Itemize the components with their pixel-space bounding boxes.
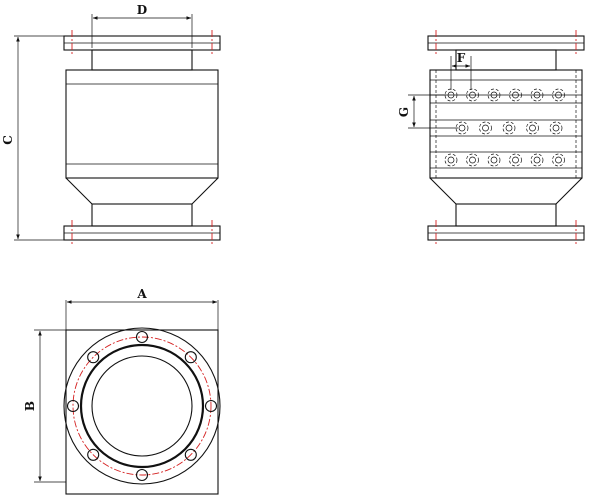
side-hole bbox=[509, 153, 522, 167]
bolt-hole bbox=[204, 399, 218, 413]
side-hole bbox=[526, 121, 539, 135]
side-body-taper bbox=[429, 177, 583, 205]
side-hole bbox=[455, 121, 469, 135]
dimension-f-label: F bbox=[457, 51, 466, 65]
bottom-neck bbox=[91, 203, 193, 227]
top-neck bbox=[91, 49, 193, 71]
side-view: F G bbox=[397, 30, 585, 246]
side-hole bbox=[530, 153, 544, 167]
side-hole-pattern bbox=[444, 88, 565, 167]
bottom-outline bbox=[65, 329, 219, 495]
bolt-hole-group bbox=[66, 330, 218, 482]
body bbox=[65, 69, 219, 179]
dimension-b-label: B bbox=[23, 401, 37, 411]
bolt-hole bbox=[184, 448, 197, 461]
dimension-c-label: C bbox=[1, 135, 15, 145]
side-hole bbox=[466, 88, 479, 102]
bolt-hole bbox=[135, 468, 149, 482]
bolt-hole bbox=[87, 351, 100, 364]
pipe-outer-circle bbox=[79, 343, 205, 469]
dimension-d-label: D bbox=[137, 3, 147, 17]
dimension-g-label: G bbox=[397, 107, 411, 117]
side-hole bbox=[479, 121, 492, 135]
bolt-hole bbox=[87, 448, 100, 461]
side-hole bbox=[549, 121, 563, 135]
side-hole bbox=[530, 88, 544, 102]
side-hole bbox=[502, 121, 516, 135]
side-hole bbox=[487, 88, 501, 102]
side-bottom-neck bbox=[455, 203, 557, 227]
bottom-view: A B bbox=[23, 287, 221, 495]
side-hole bbox=[552, 88, 565, 102]
flange-outer-circle bbox=[63, 327, 221, 485]
side-hole bbox=[552, 153, 565, 167]
side-hole bbox=[466, 153, 479, 167]
side-body bbox=[429, 69, 583, 179]
bolt-hole bbox=[135, 330, 149, 344]
side-hole bbox=[444, 153, 458, 167]
side-hole bbox=[487, 153, 501, 167]
pipe-inner-circle bbox=[91, 355, 193, 457]
bolt-hole bbox=[66, 399, 80, 413]
body-taper bbox=[65, 177, 219, 205]
front-view: D C bbox=[1, 3, 221, 246]
dimension-a-label: A bbox=[136, 287, 147, 301]
side-hole bbox=[509, 88, 522, 102]
bolt-circle bbox=[72, 336, 212, 476]
bolt-hole bbox=[184, 351, 197, 364]
